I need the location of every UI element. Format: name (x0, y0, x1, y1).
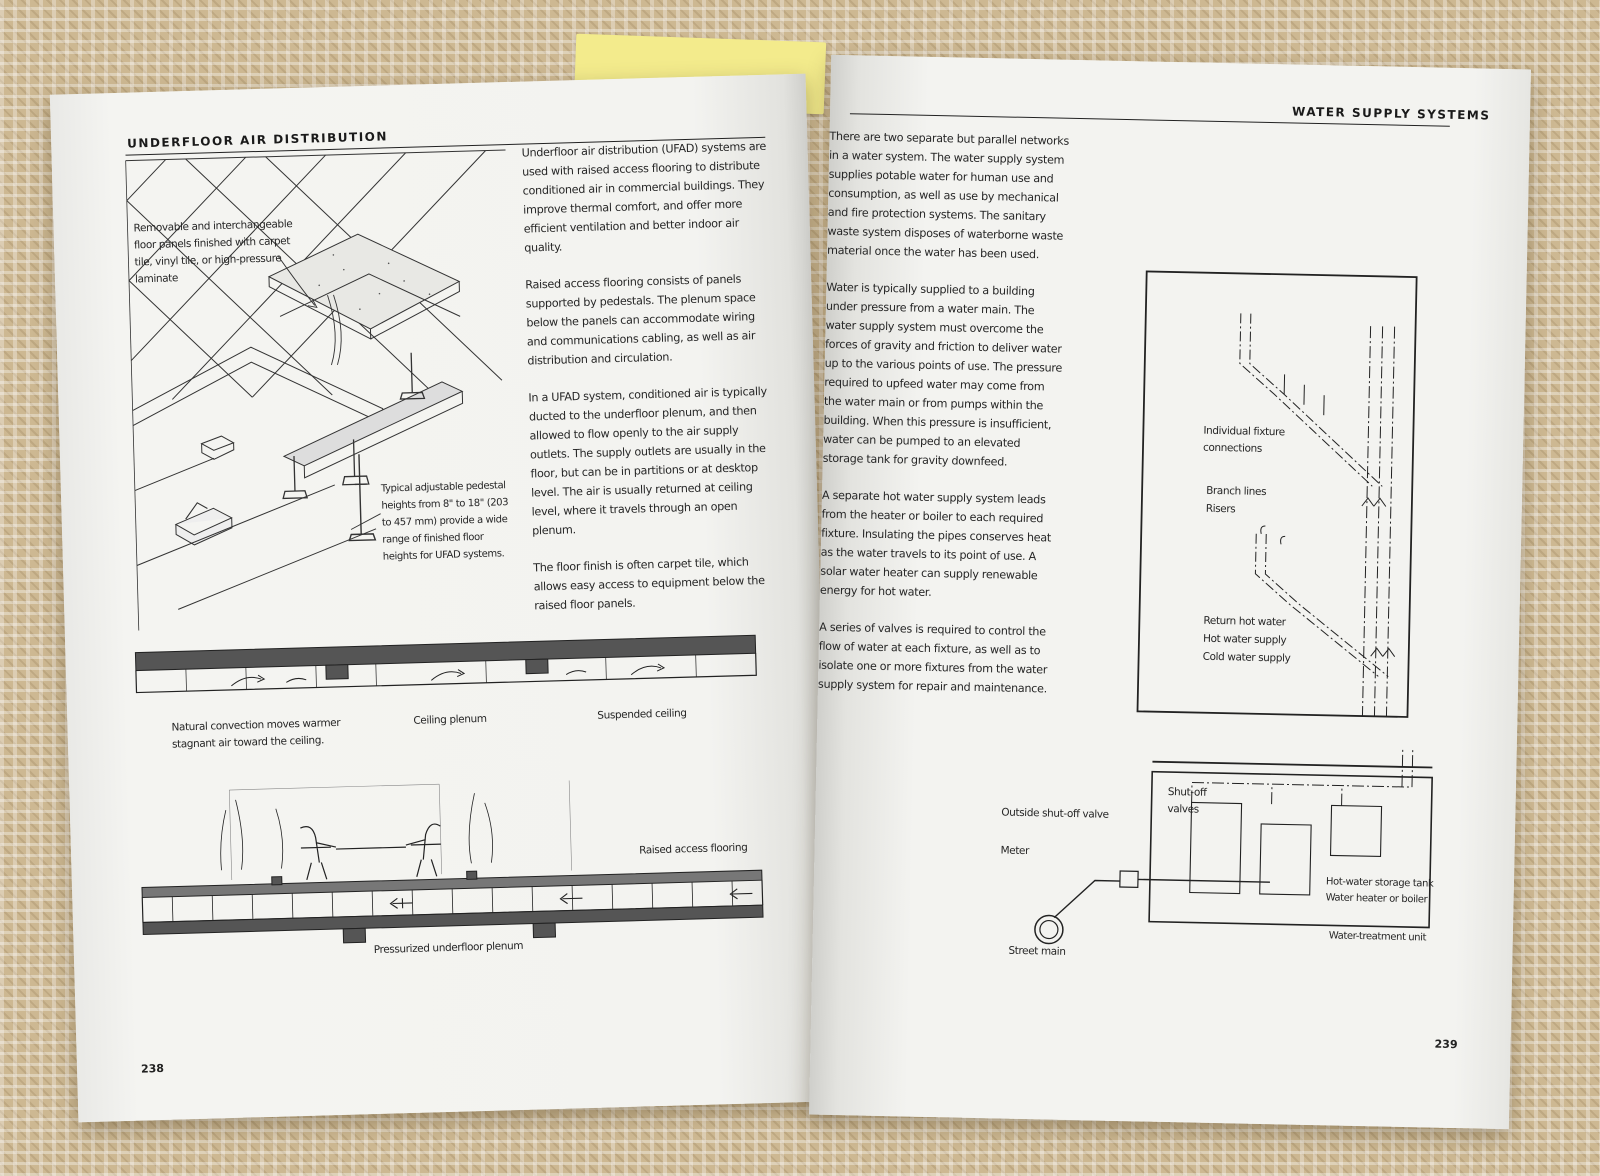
shut-off-valves-label: Shut-off valves (1167, 785, 1207, 816)
return-hot-water-label: Return hot water (1203, 614, 1286, 629)
left-paragraph-2: Raised access flooring consists of panel… (525, 272, 756, 368)
right-paragraph-4: A series of valves is required to contro… (817, 620, 1048, 696)
risers-label: Risers (1205, 502, 1236, 516)
water-heater-label: Water heater or boiler (1325, 892, 1428, 906)
right-page-number: 239 (1434, 1037, 1458, 1052)
left-page-number: 238 (140, 1061, 165, 1076)
water-treatment-unit-label: Water-treatment unit (1328, 930, 1427, 944)
hot-water-supply-label: Hot water supply (1202, 632, 1287, 647)
left-paragraph-3: In a UFAD system, conditioned air is typ… (528, 384, 768, 538)
outside-shut-off-valve-label: Outside shut-off valve (1001, 806, 1109, 821)
meter-label: Meter (1000, 844, 1030, 858)
left-paragraph-4: The floor finish is often carpet tile, w… (533, 555, 765, 613)
right-paragraph-3: A separate hot water supply system leads… (819, 488, 1052, 600)
floor-panels-label: Removable and interchangeable floor pane… (133, 218, 293, 286)
ceiling-plenum-section-illustration (135, 635, 757, 732)
right-paragraph-2: Water is typically supplied to a buildin… (822, 280, 1063, 469)
office-floor-section-illustration (139, 755, 764, 962)
pedestal-label: Typical adjustable pedestal heights from… (380, 480, 509, 563)
right-paragraph-1: There are two separate but parallel netw… (826, 129, 1070, 262)
right-page-header: WATER SUPPLY SYSTEMS (1291, 104, 1491, 123)
ceiling-plenum-label: Ceiling plenum (413, 712, 487, 727)
street-main-label: Street main (1008, 944, 1066, 958)
branch-lines-label: Branch lines (1206, 484, 1267, 498)
left-paragraph-1: Underfloor air distribution (UFAD) syste… (521, 139, 767, 255)
natural-convection-label: Natural convection moves warmer stagnant… (171, 716, 341, 751)
cold-water-supply-label: Cold water supply (1202, 650, 1291, 665)
raised-access-flooring-label: Raised access flooring (638, 841, 748, 857)
right-page: WATER SUPPLY SYSTEMS There are two separ… (808, 54, 1532, 1130)
right-body-text: There are two separate but parallel netw… (817, 127, 1069, 717)
suspended-ceiling-label: Suspended ceiling (597, 707, 687, 722)
pressurized-plenum-label: Pressurized underfloor plenum (373, 939, 524, 957)
left-page: UNDERFLOOR AIR DISTRIBUTION (49, 73, 835, 1123)
water-service-entry-diagram (1008, 739, 1433, 968)
water-supply-riser-diagram (1137, 271, 1446, 717)
left-body-text: Underfloor air distribution (UFAD) syste… (521, 137, 785, 634)
raised-floor-isometric-illustration (126, 150, 519, 630)
individual-fixture-label: Individual fixture connections (1202, 424, 1285, 455)
